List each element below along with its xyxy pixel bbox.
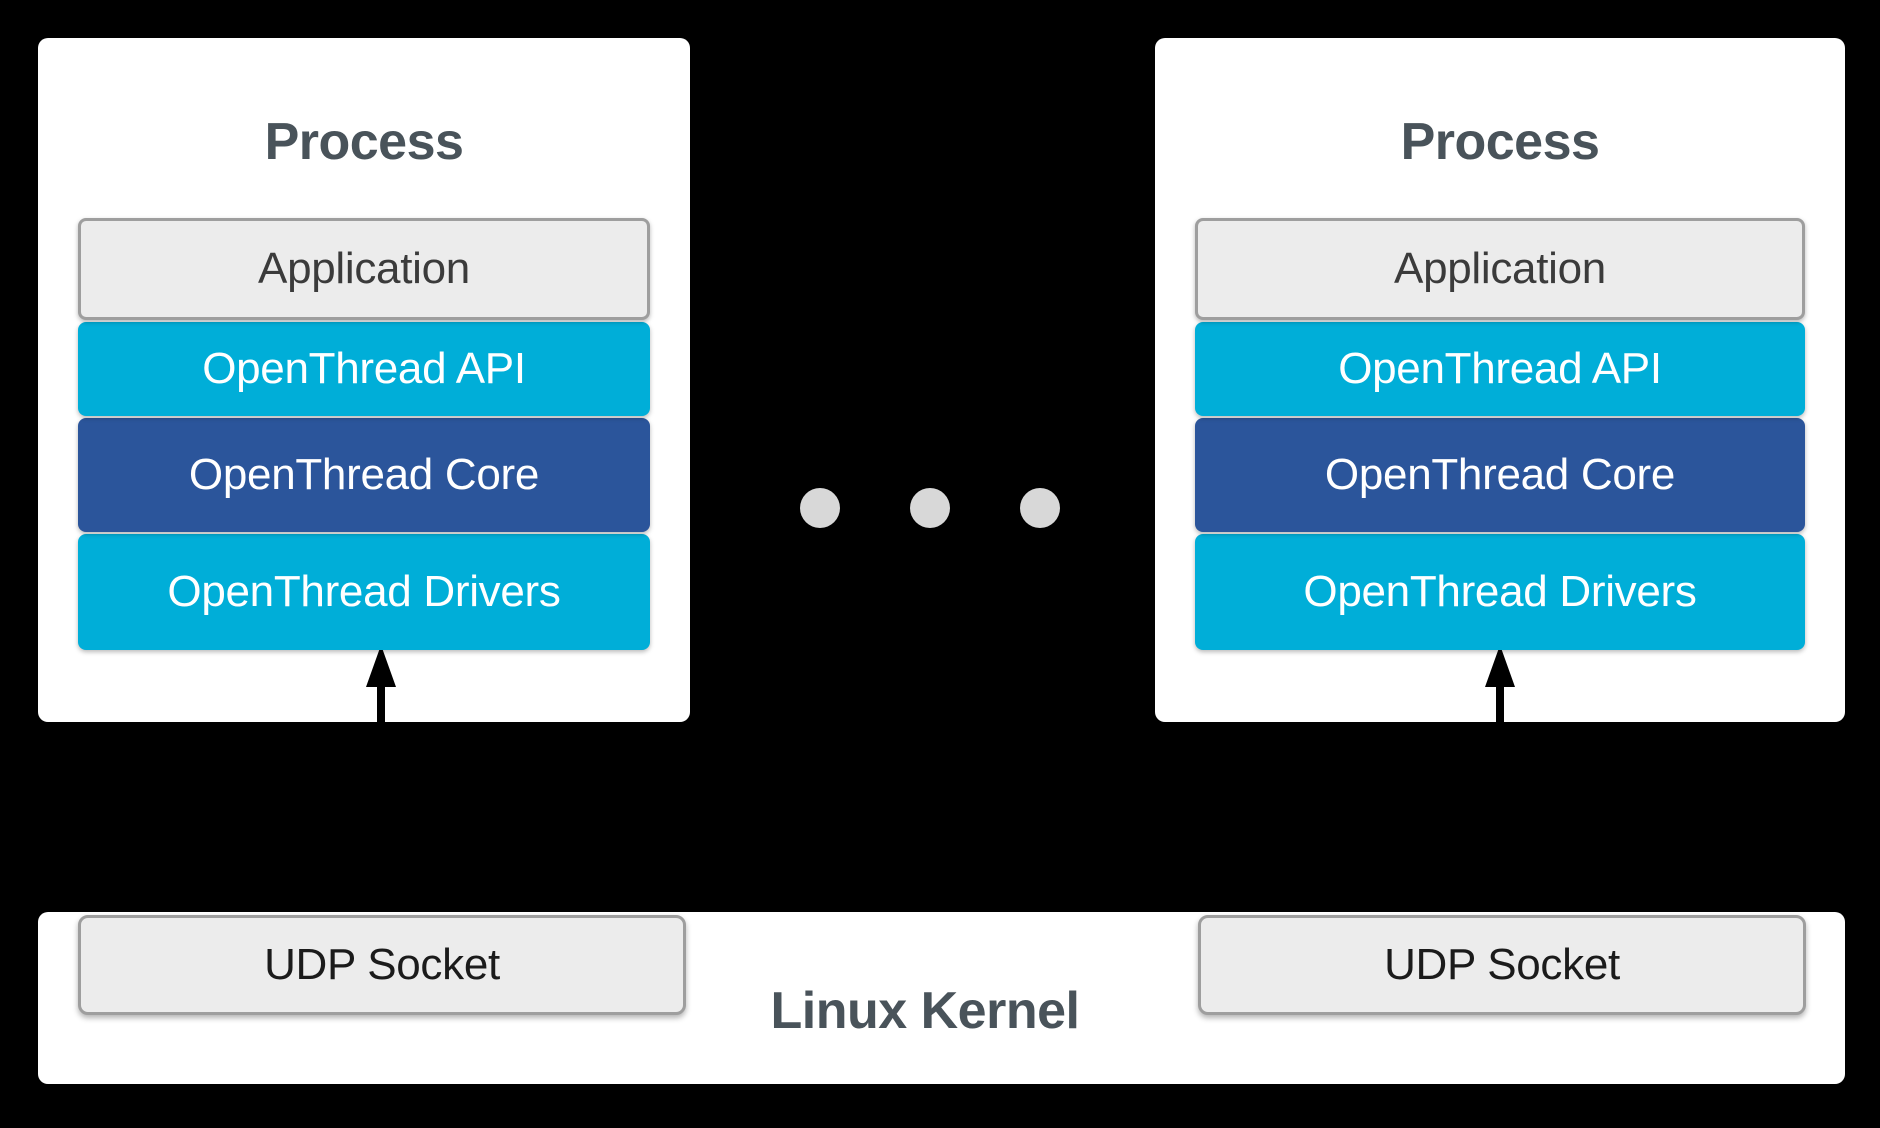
layer-stack-right: Application OpenThread API OpenThread Co… — [1195, 218, 1805, 650]
process-title-right: Process — [1400, 113, 1600, 171]
layer-openthread-api-left[interactable]: OpenThread API — [78, 322, 650, 416]
ellipsis-dot-2 — [910, 488, 950, 528]
process-card-left: Process Application OpenThread API OpenT… — [38, 38, 690, 722]
arrow-up-icon-left — [366, 645, 396, 763]
ellipsis-dot-3 — [1020, 488, 1060, 528]
more-processes-ellipsis — [800, 488, 1060, 528]
layer-application-right[interactable]: Application — [1195, 218, 1805, 320]
udp-socket-box-left[interactable]: UDP Socket — [78, 915, 686, 1015]
arrow-up-icon-right — [1485, 645, 1515, 763]
layer-openthread-drivers-left[interactable]: OpenThread Drivers — [78, 534, 650, 650]
layer-stack-left: Application OpenThread API OpenThread Co… — [78, 218, 650, 650]
ellipsis-dot-1 — [800, 488, 840, 528]
layer-application-left[interactable]: Application — [78, 218, 650, 320]
process-card-right: Process Application OpenThread API OpenT… — [1155, 38, 1845, 722]
layer-openthread-api-right[interactable]: OpenThread API — [1195, 322, 1805, 416]
layer-openthread-core-left[interactable]: OpenThread Core — [78, 418, 650, 532]
layer-openthread-drivers-right[interactable]: OpenThread Drivers — [1195, 534, 1805, 650]
linux-kernel-label: Linux Kernel — [770, 982, 1080, 1040]
udp-socket-box-right[interactable]: UDP Socket — [1198, 915, 1806, 1015]
process-title-left: Process — [264, 113, 464, 171]
layer-openthread-core-right[interactable]: OpenThread Core — [1195, 418, 1805, 532]
